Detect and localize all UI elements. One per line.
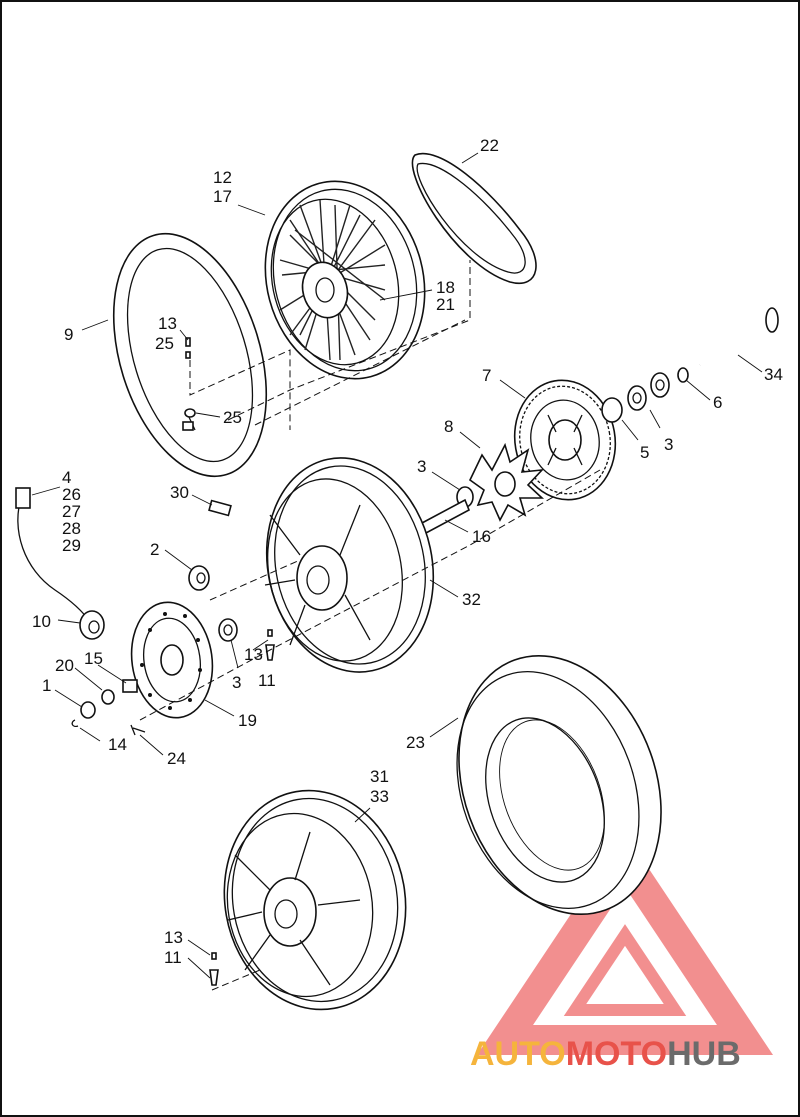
- watermark-hub: HUB: [667, 1035, 741, 1073]
- callout-3-cush: 3: [417, 457, 426, 476]
- callout-14: 14: [108, 735, 127, 754]
- callout-13-bottom: 13: [164, 928, 183, 947]
- callout-25: 25: [223, 408, 242, 427]
- assembly-centerlines: [139, 260, 601, 991]
- alternate-cast-wheel-part: [223, 789, 407, 1011]
- callout-34: 34: [764, 365, 783, 384]
- spoked-wheel-part: [264, 180, 426, 380]
- callout-5: 5: [640, 443, 649, 462]
- callout-9: 9: [64, 325, 73, 344]
- watermark-moto: MOTO: [566, 1035, 667, 1073]
- callout-20: 20: [55, 656, 74, 675]
- leader-lines: [31, 152, 763, 979]
- callout-6: 6: [713, 393, 722, 412]
- watermark-auto: AUTO: [470, 1035, 566, 1073]
- callout-3-front: 3: [232, 673, 241, 692]
- drive-belt-part: [411, 152, 537, 285]
- rear-hub-hardware: [420, 367, 689, 535]
- callout-11-front: 11: [258, 671, 276, 690]
- callout-30: 30: [170, 483, 189, 502]
- callout-1: 1: [42, 676, 51, 695]
- callout-32: 32: [462, 590, 481, 609]
- callout-13-front: 13: [244, 645, 263, 664]
- callout-3-rear: 3: [664, 435, 673, 454]
- callout-11-bottom: 11: [164, 948, 182, 967]
- callout-2: 2: [150, 540, 159, 559]
- callout-10: 10: [32, 612, 51, 631]
- callout-8: 8: [444, 417, 453, 436]
- cush-drive-part: [468, 442, 545, 522]
- valve-stems: [184, 337, 275, 986]
- tire-part: [456, 654, 662, 916]
- front-hub-hardware: [15, 487, 238, 736]
- callout-16: 16: [472, 527, 491, 546]
- cast-wheel-part: [264, 457, 435, 673]
- brake-rotor-part: [130, 601, 214, 719]
- callout-15: 15: [84, 649, 103, 668]
- callout-7: 7: [482, 366, 491, 385]
- watermark-logo-icon: [476, 832, 774, 1055]
- callout-24: 24: [167, 749, 186, 768]
- callout-23: 23: [406, 733, 425, 752]
- axle-part: [698, 307, 779, 368]
- callout-19: 19: [238, 711, 257, 730]
- watermark-text: AUTOMOTOHUB: [470, 1035, 741, 1073]
- callout-22: 22: [480, 136, 499, 155]
